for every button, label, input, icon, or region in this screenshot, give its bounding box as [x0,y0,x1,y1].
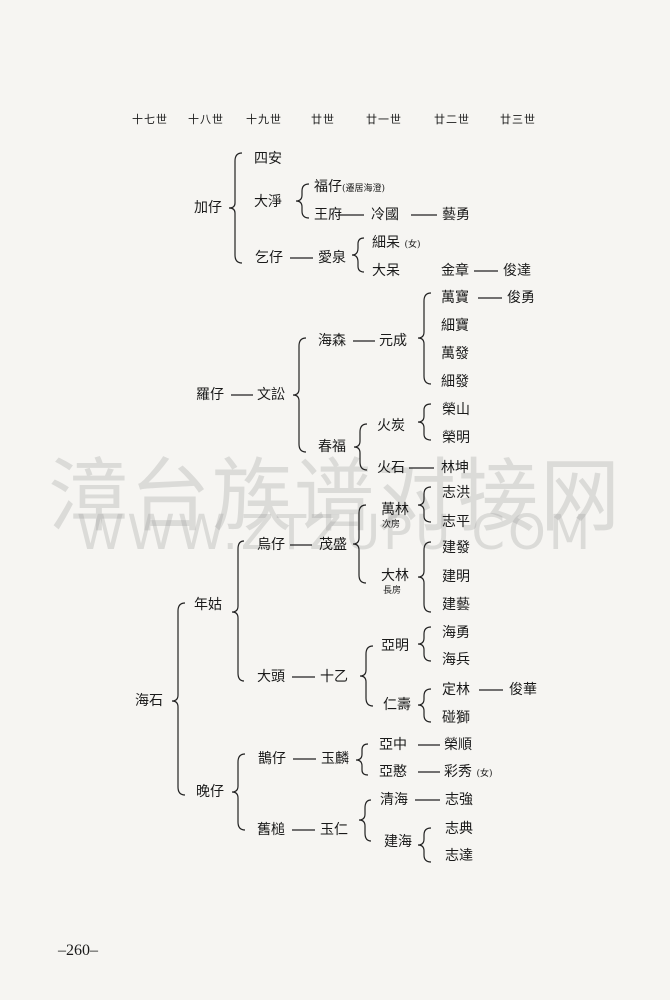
person-xidai: 細呆 (女) [372,235,421,251]
person-jianfa: 建發 [442,540,470,556]
person-zhiqiang: 志強 [445,792,473,808]
person-dadai: 大呆 [372,263,400,279]
person-haishi: 海石 [135,693,163,709]
generation-header-19: 十九世 [246,113,282,126]
person-huotan: 火炭 [377,418,405,434]
page-number: –260– [58,942,98,959]
person-jiuchui: 舊槌 [257,822,285,838]
person-lengguo: 冷國 [371,207,399,223]
person-aiquan: 愛泉 [318,250,346,266]
person-shiyi: 十乙 [320,669,348,685]
person-jianyi: 建藝 [442,597,470,613]
person-wensong: 文訟 [257,387,285,403]
person-haiyong: 海勇 [442,625,470,641]
person-wanfa: 萬發 [441,346,469,362]
person-fuzai: 福仔(遷居海澄) [314,179,386,195]
person-rongming: 榮明 [442,430,470,446]
person-qinghai: 清海 [380,792,408,808]
note-female-2: (女) [476,769,493,779]
person-zhihong: 志洪 [442,485,470,501]
person-linkun: 林坤 [441,460,469,476]
person-pengshi: 碰獅 [442,710,470,726]
person-xifa: 細發 [441,374,469,390]
person-huoshi: 火石 [377,460,405,476]
person-zhidian: 志典 [445,821,473,837]
person-wanzai: 晚仔 [196,784,224,800]
person-rongshun: 榮順 [444,737,472,753]
person-luozai: 羅仔 [196,387,224,403]
person-yazhong: 亞中 [379,737,407,753]
generation-header-22: 廿二世 [434,113,470,126]
person-renshou: 仁壽 [383,697,411,713]
person-caixiu: 彩秀 (女) [444,764,493,780]
person-haisen: 海森 [318,333,346,349]
person-maosheng: 茂盛 [319,537,347,553]
person-jianming: 建明 [442,569,470,585]
person-chunfu: 春福 [318,439,346,455]
person-zhida: 志達 [445,848,473,864]
note-female: (女) [404,240,421,250]
generation-header-21: 廿一世 [366,113,402,126]
person-jiazai: 加仔 [194,200,222,216]
person-yaming: 亞明 [381,638,409,654]
generation-header-20: 廿世 [311,113,335,126]
person-yulin: 玉麟 [321,751,349,767]
person-zhiping: 志平 [442,514,470,530]
person-rongshan: 榮山 [442,402,470,418]
person-xibao: 細寶 [441,318,469,334]
person-yahan: 亞憨 [379,764,407,780]
person-jinzhang: 金章 [441,263,469,279]
person-qizai: 乞仔 [255,250,283,266]
label-eldest-branch: 長房 [383,586,402,596]
note-relocated: (遷居海澄) [342,184,386,194]
person-dalin: 大林 [381,568,409,584]
person-yiyong: 藝勇 [442,207,470,223]
person-nianzhuo: 年姑 [194,597,222,613]
person-jianhai: 建海 [384,834,412,850]
person-sian: 四安 [254,151,282,167]
person-haibing: 海兵 [442,652,470,668]
person-wuzai: 烏仔 [257,537,285,553]
generation-header-18: 十八世 [188,113,224,126]
person-yuren: 玉仁 [320,822,348,838]
label-second-branch: 次房 [382,520,401,530]
person-junhua: 俊華 [509,682,537,698]
person-dajing: 大淨 [254,194,282,210]
person-datou: 大頭 [257,669,285,685]
person-junyong: 俊勇 [507,290,535,306]
person-jiaozai: 鵲仔 [258,751,286,767]
person-yuancheng: 元成 [379,333,407,349]
person-wanbao: 萬寶 [441,290,469,306]
person-dinglin: 定林 [442,682,470,698]
generation-header-23: 廿三世 [500,113,536,126]
person-junda: 俊達 [503,263,531,279]
generation-header-17: 十七世 [132,113,168,126]
person-wangfu: 王府 [314,207,342,223]
person-wanlin: 萬林 [381,502,409,518]
